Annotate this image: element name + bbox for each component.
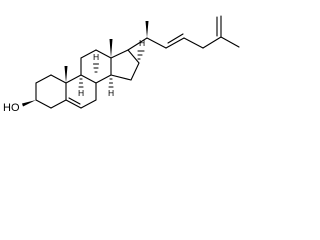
h14-label: H: [108, 88, 114, 98]
c22-c23-double-bond: [167, 33, 184, 44]
c5-c6-double-bond: [68, 97, 81, 105]
h9-label: H: [78, 88, 84, 98]
side-chain: [127, 15, 240, 51]
ring-c: [80, 49, 112, 84]
steroid-structure-diagram: HO H H H H: [3, 15, 240, 114]
ring-d: [110, 49, 140, 81]
hydroxyl-wedge-bond: [22, 100, 36, 107]
h9-hashed-bond: [78, 78, 84, 88]
ring-a: [35, 74, 67, 109]
h17-hashed-bond: [137, 50, 145, 60]
c21-methyl-wedge: [145, 21, 149, 38]
h8-label: H: [93, 52, 99, 62]
ring-b: [65, 74, 97, 109]
h8-hashed-bond: [92, 63, 100, 73]
hydroxyl-label: HO: [3, 102, 20, 114]
c18-methyl-wedge: [109, 39, 113, 58]
h17-label: H: [139, 38, 145, 48]
c19-methyl-wedge: [64, 66, 68, 83]
h14-hashed-bond: [108, 78, 114, 88]
